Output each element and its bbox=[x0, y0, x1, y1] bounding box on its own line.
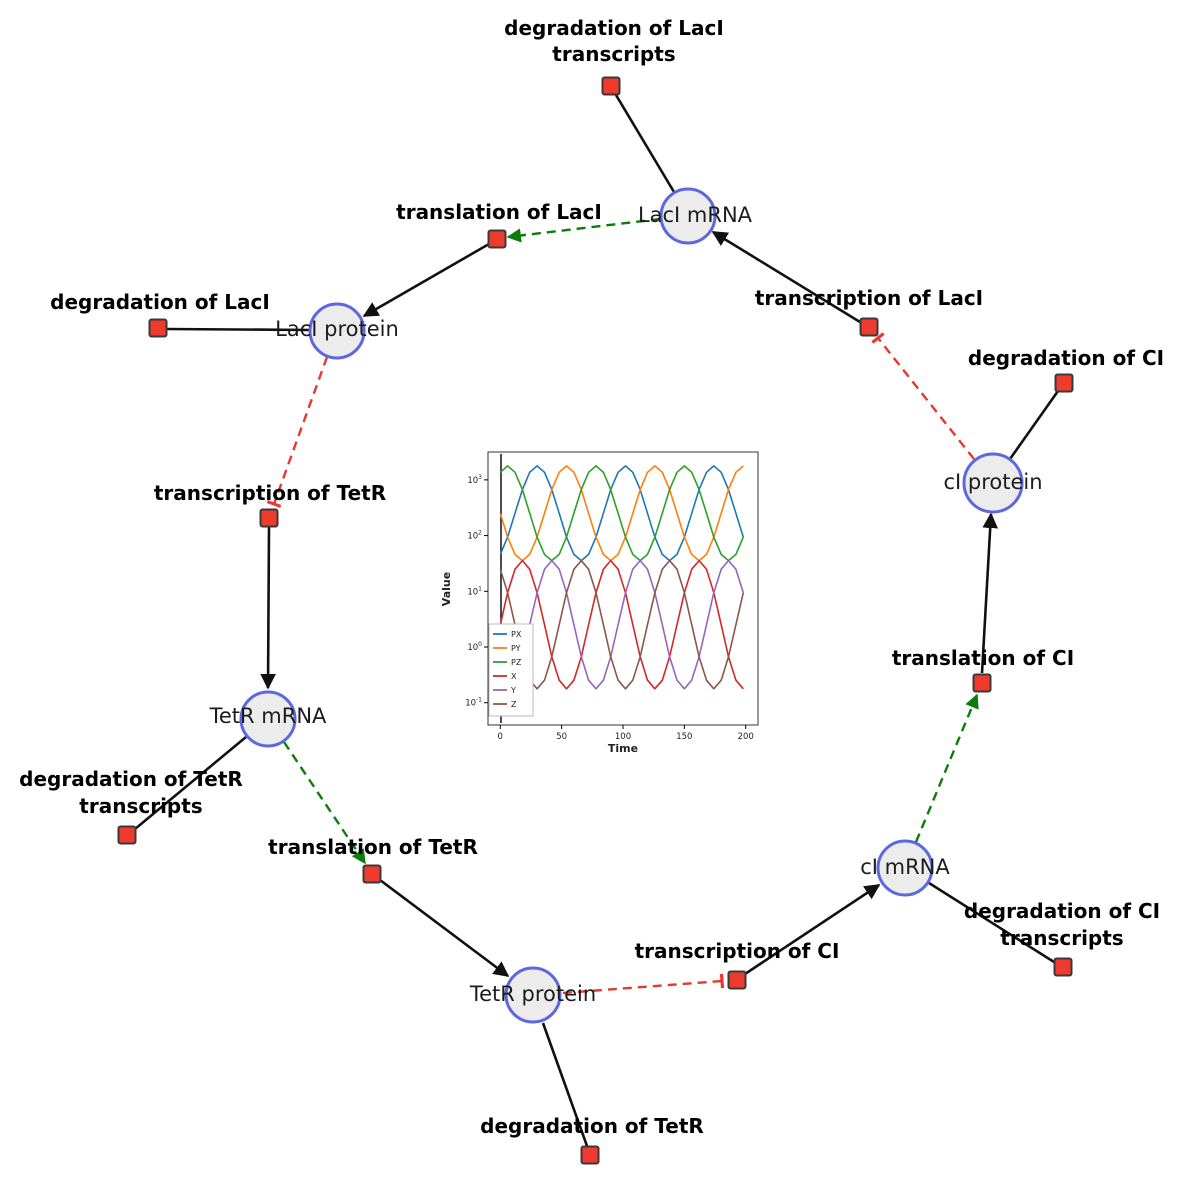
reaction-label-transcription-ci: transcription of CI bbox=[635, 939, 840, 963]
species-label-ci-protein: cI protein bbox=[943, 470, 1042, 494]
edge-laci-protein-to-degradation-laci bbox=[165, 327, 311, 332]
species-node-tetr-mrna bbox=[239, 690, 297, 748]
legend-label-Z: Z bbox=[511, 700, 517, 709]
reaction-label-translation-ci: translation of CI bbox=[892, 646, 1074, 670]
series-line-PX bbox=[499, 465, 745, 562]
reaction-node-degradation-tetr-transcripts bbox=[117, 825, 137, 845]
reaction-node-transcription-ci bbox=[727, 970, 747, 990]
legend-label-PY: PY bbox=[511, 644, 521, 653]
reaction-node-translation-laci bbox=[487, 229, 507, 249]
reaction-node-degradation-ci-transcripts bbox=[1053, 957, 1073, 977]
reaction-label-degradation-laci: degradation of LacI bbox=[50, 290, 270, 314]
reaction-node-transcription-tetr bbox=[259, 508, 279, 528]
edge-ci-protein-inhibits-transcription-laci bbox=[871, 332, 975, 460]
reaction-label-degradation-tetr: degradation of TetR bbox=[480, 1114, 704, 1138]
species-label-laci-mrna: LacI mRNA bbox=[638, 203, 753, 227]
reaction-node-transcription-laci bbox=[859, 317, 879, 337]
species-node-ci-protein bbox=[962, 452, 1024, 514]
reaction-label-degradation-tetr-transcripts-2: transcripts bbox=[79, 794, 202, 818]
y-tick-label: 101 bbox=[467, 585, 482, 597]
species-node-ci-mrna bbox=[876, 839, 934, 897]
reaction-label-transcription-laci: transcription of LacI bbox=[755, 286, 983, 310]
reaction-node-degradation-ci bbox=[1054, 373, 1074, 393]
reaction-label-transcription-tetr: transcription of TetR bbox=[154, 481, 386, 505]
species-label-ci-mrna: cI mRNA bbox=[860, 855, 950, 879]
species-label-laci-protein: LacI protein bbox=[275, 317, 399, 341]
reaction-nodes bbox=[117, 76, 1074, 1165]
chart-x-ticks: 0 50 100 150 200 bbox=[498, 725, 754, 742]
species-label-tetr-mrna: TetR mRNA bbox=[209, 704, 327, 728]
legend-label-PZ: PZ bbox=[511, 658, 522, 667]
reaction-label-degradation-laci-transcripts-1: degradation of LacI bbox=[504, 16, 724, 40]
legend-box bbox=[488, 623, 534, 717]
y-tick-label: 10-1 bbox=[465, 697, 482, 709]
chart-legend: PX PY PZ XYZ bbox=[488, 623, 534, 717]
legend-label-X: X bbox=[511, 672, 517, 681]
edge-tetr-protein-inhibits-transcription-ci bbox=[562, 973, 725, 995]
edge-laci-mrna-modifies-translation-laci bbox=[506, 217, 661, 243]
x-tick-label: 0 bbox=[498, 732, 503, 742]
species-node-tetr-protein bbox=[504, 966, 562, 1024]
edge-transcription-laci-to-laci-mrna bbox=[711, 230, 861, 324]
species-label-tetr-protein: TetR protein bbox=[469, 982, 596, 1006]
chart-y-ticks: 10-1 100 101 102 103 bbox=[465, 474, 488, 709]
legend-label-Y: Y bbox=[510, 686, 516, 695]
legend-label-PX: PX bbox=[511, 630, 522, 639]
reaction-label-degradation-ci-transcripts-1: degradation of CI bbox=[964, 899, 1160, 923]
y-tick-label: 102 bbox=[467, 530, 482, 542]
edge-translation-ci-to-ci-protein bbox=[980, 512, 998, 674]
species-node-laci-protein bbox=[308, 302, 366, 360]
reaction-label-translation-tetr: translation of TetR bbox=[268, 835, 478, 859]
edge-laci-mrna-to-degradation-laci-transcripts bbox=[614, 94, 676, 193]
y-tick-label: 100 bbox=[467, 641, 482, 653]
reaction-node-translation-ci bbox=[972, 673, 992, 693]
x-axis-label: Time bbox=[608, 742, 638, 755]
edge-laci-protein-inhibits-transcription-tetr bbox=[266, 356, 329, 508]
edges bbox=[134, 94, 1060, 1147]
reaction-label-degradation-tetr-transcripts-1: degradation of TetR bbox=[19, 767, 243, 791]
reaction-labels: degradation of LacI transcripts translat… bbox=[19, 16, 1164, 1138]
reaction-label-translation-laci: translation of LacI bbox=[396, 200, 602, 224]
edge-tetr-protein-to-degradation-tetr bbox=[541, 1022, 589, 1147]
chart-series bbox=[499, 465, 745, 690]
edge-translation-tetr-to-tetr-protein bbox=[379, 878, 510, 978]
edge-tetr-mrna-to-degradation-tetr-transcripts bbox=[134, 735, 247, 831]
y-axis-label: Value bbox=[440, 572, 453, 606]
x-tick-label: 50 bbox=[556, 732, 567, 742]
series-line-PY bbox=[499, 465, 744, 562]
edge-ci-protein-to-degradation-ci bbox=[1008, 390, 1060, 460]
edge-tetr-mrna-modifies-translation-tetr bbox=[283, 741, 366, 865]
edge-transcription-tetr-to-tetr-mrna bbox=[260, 526, 276, 690]
species-labels: LacI mRNA LacI protein TetR mRNA TetR pr… bbox=[209, 203, 1043, 1006]
series-line-Y bbox=[499, 559, 745, 690]
reaction-label-degradation-ci: degradation of CI bbox=[968, 346, 1164, 370]
edge-ci-mrna-modifies-translation-ci bbox=[914, 693, 979, 843]
series-line-PZ bbox=[499, 465, 745, 562]
reaction-label-degradation-ci-transcripts-2: transcripts bbox=[1000, 926, 1123, 950]
species-nodes bbox=[239, 187, 1024, 1024]
edge-ci-mrna-to-degradation-ci-transcripts bbox=[928, 881, 1055, 964]
y-tick-label: 103 bbox=[467, 474, 482, 486]
reaction-node-degradation-laci-transcripts bbox=[601, 76, 621, 96]
series-line-X bbox=[499, 559, 744, 690]
species-node-laci-mrna bbox=[659, 187, 717, 245]
edge-transcription-ci-to-ci-mrna bbox=[744, 883, 881, 976]
edge-translation-laci-to-laci-protein bbox=[362, 242, 490, 318]
reaction-node-degradation-tetr bbox=[580, 1145, 600, 1165]
x-tick-label: 200 bbox=[738, 732, 754, 742]
reaction-label-degradation-laci-transcripts-2: transcripts bbox=[552, 42, 675, 66]
series-line-Z bbox=[499, 559, 745, 690]
reaction-node-degradation-laci bbox=[148, 318, 168, 338]
x-tick-label: 150 bbox=[676, 732, 692, 742]
reaction-node-translation-tetr bbox=[362, 864, 382, 884]
x-tick-label: 100 bbox=[615, 732, 631, 742]
